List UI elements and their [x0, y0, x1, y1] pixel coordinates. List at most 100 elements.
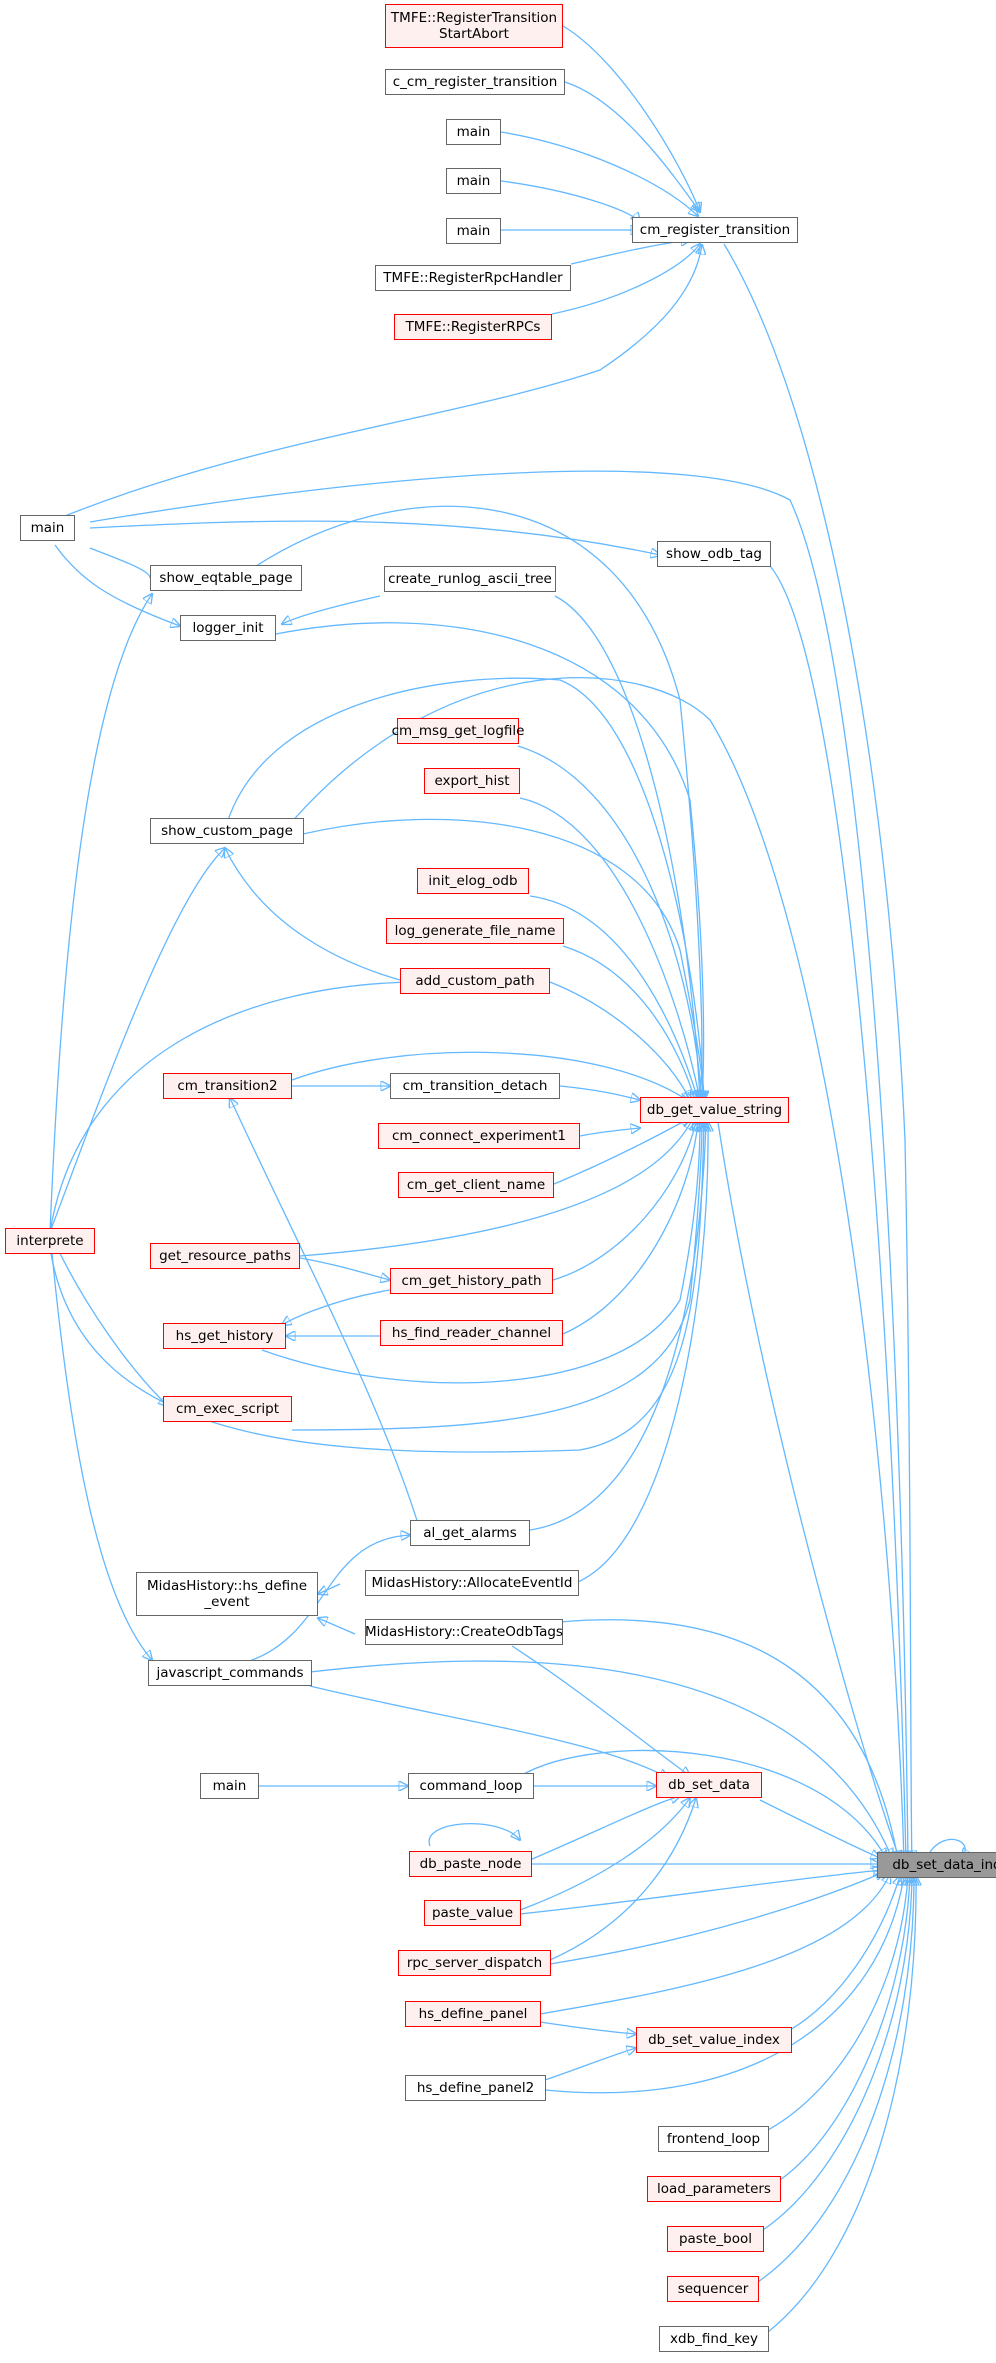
edge-init-elog-to-db-gvs	[529, 895, 698, 1100]
edge-mh-cot-to-focus	[559, 1619, 898, 1860]
node-load-parameters[interactable]: load_parameters	[647, 2176, 781, 2202]
node-cm-get-client-name[interactable]: cm_get_client_name	[398, 1172, 554, 1198]
edge-show-custom-to-db-gvs	[224, 677, 704, 1100]
node-cm-get-history-path[interactable]: cm_get_history_path	[390, 1268, 553, 1294]
edge-interprete-to-show-eq	[49, 594, 152, 1233]
edge-hs-get-to-db-gvs	[261, 1122, 700, 1384]
node-cm-register-transition[interactable]: cm_register_transition	[632, 217, 798, 243]
node-paste-value[interactable]: paste_value	[424, 1900, 521, 1926]
node-main-d[interactable]: main	[20, 515, 75, 541]
node-command-loop[interactable]: command_loop	[408, 1773, 534, 1799]
node-init-elog-odb[interactable]: init_elog_odb	[417, 868, 529, 894]
edge-paste-val-to-db-sd	[519, 1798, 690, 1911]
edge-c-cm-rt-to-cm-rt	[564, 81, 700, 212]
edge-main-d-to-show-odb	[89, 520, 660, 555]
node-frontend-loop[interactable]: frontend_loop	[658, 2126, 769, 2152]
node-cm-exec-script[interactable]: cm_exec_script	[163, 1396, 292, 1422]
edge-hs-dp-to-focus	[539, 1874, 890, 2015]
node-hs-find-reader-channel[interactable]: hs_find_reader_channel	[380, 1320, 563, 1346]
node-main-e[interactable]: main	[200, 1773, 259, 1799]
edge-interprete-to-show-custom	[49, 848, 225, 1233]
edge-cm-td-to-db-gvs	[559, 1085, 640, 1100]
edge-load-par-to-focus	[779, 1876, 910, 2181]
node-hs-define-panel[interactable]: hs_define_panel	[405, 2001, 541, 2027]
edge-get-res-to-cm-ghp	[299, 1257, 390, 1280]
edge-paste-bool-to-focus	[762, 1876, 912, 2231]
node-db-set-data-index[interactable]: db_set_data_index	[877, 1852, 996, 1878]
node-export-hist[interactable]: export_hist	[424, 768, 520, 794]
node-midashistory-hs-define-event[interactable]: MidasHistory::hs_define _event	[136, 1572, 318, 1616]
edge-mh-cot-to-db-sd	[511, 1645, 690, 1776]
node-hs-define-panel2[interactable]: hs_define_panel2	[405, 2075, 546, 2101]
node-db-get-value-string[interactable]: db_get_value_string	[640, 1097, 789, 1123]
node-rpc-server-dispatch[interactable]: rpc_server_dispatch	[398, 1950, 551, 1976]
edge-interprete-to-js	[49, 1231, 152, 1660]
node-add-custom-path[interactable]: add_custom_path	[400, 968, 550, 994]
node-c-cm-register-transition[interactable]: c_cm_register_transition	[385, 69, 565, 95]
node-main-b[interactable]: main	[446, 168, 501, 194]
node-hs-get-history[interactable]: hs_get_history	[163, 1323, 286, 1349]
node-create-runlog-ascii-tree[interactable]: create_runlog_ascii_tree	[384, 566, 556, 592]
edge-db-pn-to-db-sd	[529, 1796, 680, 1861]
edge-interprete-to-add-custom	[49, 982, 413, 1233]
node-db-set-value-index[interactable]: db_set_value_index	[636, 2027, 792, 2053]
edge-hs-dp-to-db-svi	[539, 2021, 636, 2034]
edge-cm-ce1-to-db-gvs	[579, 1128, 640, 1137]
edge-hs-frc-to-db-gvs	[562, 1122, 698, 1335]
node-interprete[interactable]: interprete	[5, 1228, 95, 1254]
node-sequencer[interactable]: sequencer	[667, 2276, 759, 2302]
edge-rpc-sd-to-focus	[549, 1872, 884, 1965]
node-main-a[interactable]: main	[446, 119, 501, 145]
edge-main-d-to-focus	[89, 470, 908, 1860]
edge-show-eq-to-main-d	[89, 547, 151, 579]
edge-interprete-to-db-gvs	[49, 1122, 704, 1453]
edge-seq-to-focus	[757, 1876, 914, 2283]
node-show-eqtable-page[interactable]: show_eqtable_page	[150, 565, 302, 591]
node-tmfe-register-transition-start-abort[interactable]: TMFE::RegisterTransition StartAbort	[385, 4, 563, 48]
node-midashistory-create-odb-tags[interactable]: MidasHistory::CreateOdbTags	[365, 1619, 563, 1645]
edge-cm-ghp-to-hs-get	[282, 1289, 391, 1325]
edge-show-custom-to-focus	[289, 677, 904, 1860]
edge-al-get-to-db-gvs	[529, 1122, 706, 1531]
edge-cm-rt-to-focus	[723, 243, 912, 1860]
node-show-custom-page[interactable]: show_custom_page	[150, 818, 304, 844]
node-midashistory-allocate-event-id[interactable]: MidasHistory::AllocateEventId	[365, 1570, 579, 1596]
edge-hs-dp2-to-focus	[544, 1876, 904, 2094]
edge-log-gen-to-db-gvs	[562, 945, 695, 1100]
edge-show-odb-to-focus	[769, 565, 906, 1860]
edge-main-d-to-cm-rt	[54, 245, 702, 521]
node-cm-msg-get-logfile[interactable]: cm_msg_get_logfile	[392, 718, 524, 744]
edge-tmfe-rrh-to-cm-rt	[570, 240, 690, 265]
node-javascript-commands[interactable]: javascript_commands	[148, 1660, 312, 1686]
edge-get-res-to-db-gvs	[299, 1120, 692, 1257]
edge-tmfe-rtsa-to-cm-rt	[562, 25, 700, 212]
node-al-get-alarms[interactable]: al_get_alarms	[410, 1520, 530, 1546]
edge-cmd-loop-to-focus	[519, 1749, 886, 1858]
edge-create-rl-to-logger	[282, 595, 381, 624]
edge-js-to-focus	[309, 1660, 892, 1858]
node-tmfe-register-rpc-handler[interactable]: TMFE::RegisterRpcHandler	[375, 265, 571, 291]
node-cm-transition-detach[interactable]: cm_transition_detach	[390, 1073, 560, 1099]
node-log-generate-file-name[interactable]: log_generate_file_name	[386, 918, 564, 944]
node-db-set-data[interactable]: db_set_data	[656, 1772, 762, 1798]
node-db-paste-node[interactable]: db_paste_node	[409, 1851, 532, 1877]
node-cm-transition2[interactable]: cm_transition2	[163, 1073, 292, 1099]
edge-al-get-to-cm-trans2	[230, 1098, 421, 1531]
node-tmfe-register-rpcs[interactable]: TMFE::RegisterRPCs	[394, 314, 552, 340]
node-logger-init[interactable]: logger_init	[180, 615, 276, 641]
node-get-resource-paths[interactable]: get_resource_paths	[150, 1243, 300, 1269]
edge-mh-aeid-to-mh-hsde	[318, 1583, 341, 1594]
edge-db-pn-self	[428, 1823, 520, 1847]
edge-mh-aeid-to-db-gvs	[577, 1122, 708, 1583]
node-main-c[interactable]: main	[446, 218, 501, 244]
node-xdb-find-key[interactable]: xdb_find_key	[659, 2326, 769, 2352]
edge-add-custom-to-db-gvs	[549, 981, 690, 1100]
edge-main-d-to-logger-init	[54, 544, 180, 626]
edge-mh-cot-to-mh-hsde	[318, 1618, 356, 1635]
node-cm-connect-experiment1[interactable]: cm_connect_experiment1	[378, 1123, 580, 1149]
node-show-odb-tag[interactable]: show_odb_tag	[657, 541, 771, 567]
edge-export-hist-to-db-gvs	[519, 797, 700, 1100]
node-paste-bool[interactable]: paste_bool	[667, 2226, 764, 2252]
edge-fe-loop-to-focus	[767, 1876, 908, 2131]
